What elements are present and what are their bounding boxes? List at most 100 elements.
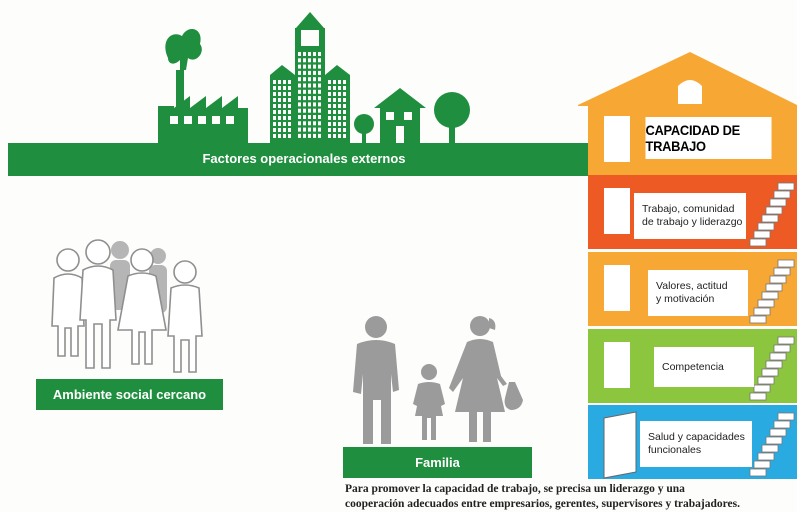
building-window bbox=[288, 134, 291, 138]
building-window bbox=[278, 134, 281, 138]
building-window bbox=[273, 98, 276, 102]
building-window bbox=[308, 70, 311, 75]
building-window bbox=[333, 80, 336, 84]
building-window bbox=[338, 86, 341, 90]
building-window bbox=[313, 115, 316, 119]
building-window bbox=[303, 127, 306, 132]
building-window bbox=[333, 122, 336, 126]
building-window bbox=[313, 96, 316, 101]
building-window bbox=[288, 104, 291, 108]
caption: Para promover la capacidad de trabajo, s… bbox=[345, 482, 790, 512]
building-window bbox=[318, 115, 321, 119]
building-window bbox=[343, 134, 346, 138]
building-window bbox=[303, 133, 306, 138]
stair-step bbox=[757, 452, 775, 461]
building-window bbox=[318, 77, 321, 82]
building-window bbox=[283, 86, 286, 90]
building-window bbox=[288, 98, 291, 102]
building-window bbox=[308, 121, 311, 126]
building-window bbox=[343, 122, 346, 126]
building-window bbox=[318, 127, 321, 132]
building-window bbox=[273, 80, 276, 84]
building-window bbox=[303, 64, 306, 69]
building-window bbox=[288, 80, 291, 84]
external-factors-band: Factores operacionales externos bbox=[8, 143, 600, 176]
building-window bbox=[278, 128, 281, 132]
building-window bbox=[333, 92, 336, 96]
building-window bbox=[328, 86, 331, 90]
building-window bbox=[273, 128, 276, 132]
stair-step bbox=[765, 283, 783, 292]
building-window bbox=[288, 116, 291, 120]
building-window bbox=[303, 83, 306, 88]
building-window bbox=[283, 80, 286, 84]
stair-step bbox=[773, 420, 791, 429]
stair-step bbox=[777, 259, 795, 268]
building-window bbox=[308, 133, 311, 138]
building-window bbox=[273, 92, 276, 96]
stair-step bbox=[749, 468, 767, 477]
building-window bbox=[343, 92, 346, 96]
building-window bbox=[298, 102, 301, 107]
building-window bbox=[313, 58, 316, 63]
building-window bbox=[298, 77, 301, 82]
roof-window bbox=[678, 80, 702, 104]
building-window bbox=[318, 58, 321, 63]
building-window bbox=[288, 128, 291, 132]
building-window bbox=[308, 58, 311, 63]
person-icon bbox=[111, 241, 129, 259]
building-window bbox=[308, 102, 311, 107]
building-window bbox=[313, 121, 316, 126]
floor-2-line-2: y motivación bbox=[656, 293, 715, 305]
building-window bbox=[283, 92, 286, 96]
stair-step bbox=[765, 436, 783, 445]
building-window bbox=[318, 70, 321, 75]
building-window bbox=[318, 89, 321, 94]
building-window bbox=[343, 104, 346, 108]
stair-step bbox=[769, 352, 787, 361]
floor-3-label: Competencia bbox=[654, 347, 754, 387]
building-window bbox=[338, 98, 341, 102]
stair-step bbox=[765, 206, 783, 215]
building-window bbox=[278, 110, 281, 114]
stair-step bbox=[753, 384, 771, 393]
building-window bbox=[338, 110, 341, 114]
building-window bbox=[288, 92, 291, 96]
stair-step bbox=[753, 307, 771, 316]
stair-step bbox=[761, 291, 779, 300]
building-window bbox=[308, 96, 311, 101]
building-window bbox=[328, 98, 331, 102]
caption-line-1: Para promover la capacidad de trabajo, s… bbox=[345, 483, 685, 495]
building-window bbox=[328, 110, 331, 114]
building-window bbox=[318, 83, 321, 88]
stair-step bbox=[761, 214, 779, 223]
external-factors-label: Factores operacionales externos bbox=[202, 151, 406, 166]
building-window bbox=[298, 115, 301, 119]
building-window bbox=[298, 64, 301, 69]
social-group-illustration bbox=[51, 239, 203, 373]
stair-step bbox=[749, 315, 767, 324]
right-building bbox=[325, 75, 350, 143]
familia-label: Familia bbox=[415, 455, 460, 470]
building-window bbox=[328, 128, 331, 132]
building-window bbox=[308, 115, 311, 119]
ambiente-label: Ambiente social cercano bbox=[52, 387, 207, 402]
building-window bbox=[318, 96, 321, 101]
building-window bbox=[298, 89, 301, 94]
stair-step bbox=[777, 336, 795, 345]
building-window bbox=[283, 122, 286, 126]
building-window bbox=[283, 134, 286, 138]
building-window bbox=[298, 58, 301, 63]
building-window bbox=[273, 134, 276, 138]
stair-step bbox=[757, 299, 775, 308]
building-window bbox=[343, 128, 346, 132]
person-icon bbox=[117, 248, 167, 365]
big-tree bbox=[434, 92, 470, 128]
building-window bbox=[278, 116, 281, 120]
building-window bbox=[338, 104, 341, 108]
house-icon bbox=[374, 88, 426, 143]
building-window bbox=[328, 122, 331, 126]
building-window bbox=[303, 102, 306, 107]
